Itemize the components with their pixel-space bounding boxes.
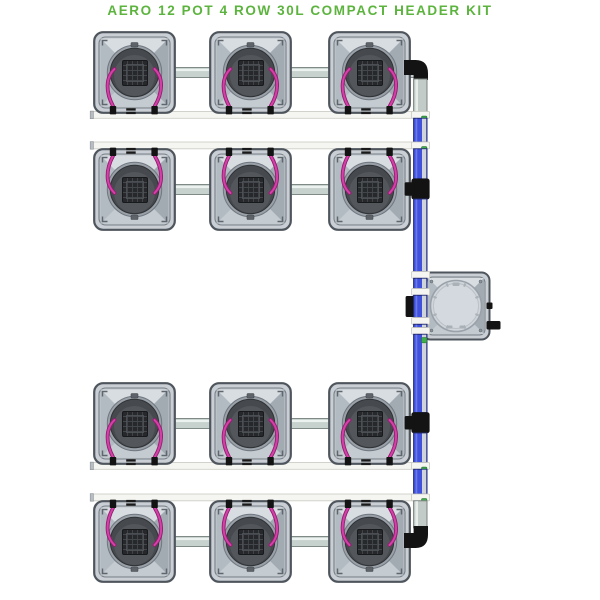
pot-row-3-3 [328,382,411,466]
pot-plumbing [340,147,398,220]
pot-row-2-1 [93,147,176,231]
pot-row-2-2 [209,147,292,231]
net-basket-mesh [122,529,148,555]
header-lid [429,279,483,333]
feed-pipes [132,67,422,547]
pot-row-2-3 [328,147,411,231]
pot-row-1-3 [328,31,411,115]
net-basket-mesh [238,177,264,203]
pot-plumbing [105,393,163,466]
pot-row-3-2 [209,382,292,466]
drain-pipe-row-2 [89,141,423,150]
pot-plumbing [340,42,398,115]
net-basket-mesh [357,60,383,86]
pot-plumbing [105,147,163,220]
pot-plumbing [340,499,398,572]
net-basket-mesh [122,60,148,86]
elbow-fitting-bottom [404,526,428,548]
pot-row-3-1 [93,382,176,466]
net-basket-mesh [238,60,264,86]
net-basket-mesh [122,177,148,203]
pump-fitting [405,296,415,317]
pot-plumbing [221,393,279,466]
header-tank [421,271,501,341]
tee-fitting-row-3 [404,412,430,434]
pot-row-4-2 [209,499,292,583]
pot-row-4-1 [93,499,176,583]
product-title: AERO 12 POT 4 ROW 30L COMPACT HEADER KIT [107,2,493,19]
pump-outlet-spigot [486,321,501,330]
drain-pipe-row-4 [89,493,423,502]
elbow-fitting-top [404,60,428,80]
net-basket-mesh [238,529,264,555]
pot-plumbing [221,42,279,115]
pot-row-1-2 [209,31,292,115]
main-feed-pipe [404,60,431,548]
pot-plumbing [221,499,279,572]
outlet-fitting [486,302,493,309]
pot-plumbing [105,42,163,115]
net-basket-mesh [357,411,383,437]
net-basket-mesh [122,411,148,437]
pot-plumbing [221,147,279,220]
pot-plumbing [340,393,398,466]
net-basket-mesh [357,529,383,555]
pot-row-4-3 [328,499,411,583]
net-basket-mesh [357,177,383,203]
tee-fitting-row-2 [404,178,430,200]
pot-row-1-1 [93,31,176,115]
net-basket-mesh [238,411,264,437]
pot-plumbing [105,499,163,572]
